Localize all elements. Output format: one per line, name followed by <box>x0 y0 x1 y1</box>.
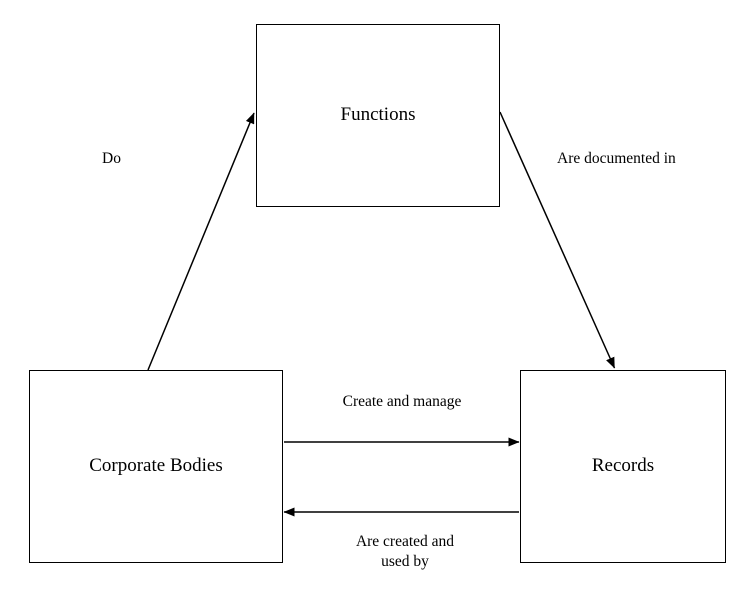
node-corporate-bodies[interactable]: Corporate Bodies <box>29 370 283 563</box>
edge-label-do: Do <box>102 150 121 167</box>
edge-label-are-created-and-used-by: Are created and used by <box>355 533 455 571</box>
edge-label-are-documented-in: Are documented in <box>557 150 676 167</box>
node-functions-label: Functions <box>340 104 416 126</box>
edge-are-documented-in-line <box>499 111 616 369</box>
node-functions[interactable]: Functions <box>256 24 500 207</box>
node-corporate-bodies-label: Corporate Bodies <box>89 455 223 477</box>
edge-label-create-and-manage: Create and manage <box>342 393 462 410</box>
edge-do-line <box>147 112 255 371</box>
node-records-label: Records <box>591 455 655 477</box>
node-records[interactable]: Records <box>520 370 726 563</box>
